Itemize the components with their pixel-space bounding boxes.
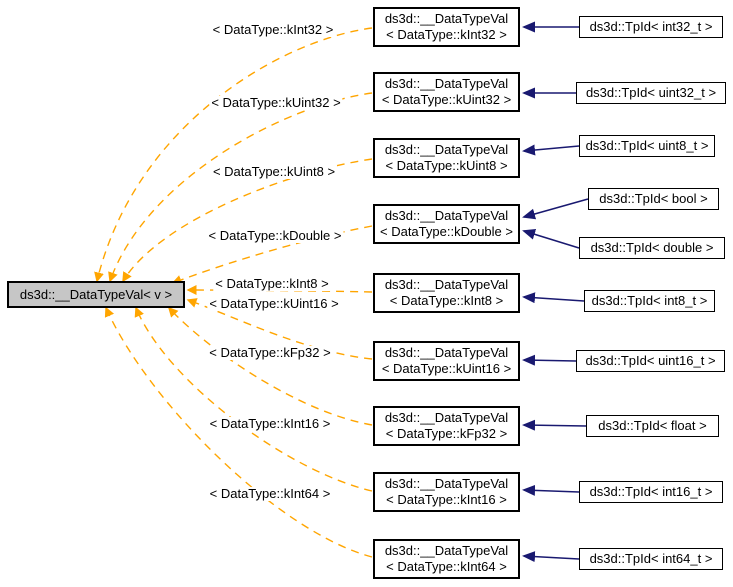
inheritance-edge-uint8 xyxy=(522,144,580,156)
node-label-line1: ds3d::__DataTypeVal xyxy=(384,208,509,223)
node-instance-kuint32[interactable]: ds3d::__DataTypeVal < DataType::kUint32 … xyxy=(373,72,520,112)
template-edge-kuint16 xyxy=(186,298,373,360)
edge-label-kint64: < DataType::kInt64 > xyxy=(207,486,333,501)
node-instance-kint32[interactable]: ds3d::__DataTypeVal < DataType::kInt32 > xyxy=(373,7,520,47)
edge-label-kint16: < DataType::kInt16 > xyxy=(207,416,333,431)
template-edge-kuint8 xyxy=(122,158,373,283)
node-label: ds3d::TpId< float > xyxy=(598,418,707,433)
node-label: ds3d::__DataTypeVal< v > xyxy=(19,286,173,302)
inheritance-edge-int16 xyxy=(522,484,580,496)
node-label-line2: < DataType::kInt16 > xyxy=(386,492,507,507)
node-label-line1: ds3d::__DataTypeVal xyxy=(384,142,509,157)
template-edge-kdouble xyxy=(171,225,373,285)
node-label: ds3d::TpId< uint32_t > xyxy=(585,85,717,100)
node-instance-kdouble[interactable]: ds3d::__DataTypeVal < DataType::kDouble … xyxy=(373,204,520,244)
node-label-line2: < DataType::kInt8 > xyxy=(389,293,504,308)
node-label-line1: ds3d::__DataTypeVal xyxy=(384,345,509,360)
node-label: ds3d::TpId< double > xyxy=(590,240,714,255)
node-label: ds3d::TpId< uint8_t > xyxy=(585,138,709,153)
template-edge-kuint32 xyxy=(108,92,373,283)
node-tpid-int64[interactable]: ds3d::TpId< int64_t > xyxy=(579,548,723,570)
node-tpid-bool[interactable]: ds3d::TpId< bool > xyxy=(588,188,719,210)
node-datatypeval-generic[interactable]: ds3d::__DataTypeVal< v > xyxy=(7,281,185,308)
edge-label-kuint16: < DataType::kUint16 > xyxy=(207,296,341,311)
node-label-line2: < DataType::kDouble > xyxy=(380,224,513,239)
edge-label-kdouble: < DataType::kDouble > xyxy=(206,228,344,243)
node-label: ds3d::TpId< int32_t > xyxy=(589,19,713,34)
node-instance-kint16[interactable]: ds3d::__DataTypeVal < DataType::kInt16 > xyxy=(373,472,520,512)
node-label-line1: ds3d::__DataTypeVal xyxy=(384,11,509,26)
node-instance-kuint8[interactable]: ds3d::__DataTypeVal < DataType::kUint8 > xyxy=(373,138,520,178)
node-label-line2: < DataType::kInt64 > xyxy=(386,559,507,574)
node-label-line1: ds3d::__DataTypeVal xyxy=(384,476,509,491)
node-label: ds3d::TpId< int8_t > xyxy=(591,293,708,308)
node-label-line1: ds3d::__DataTypeVal xyxy=(384,543,509,558)
node-label-line2: < DataType::kInt32 > xyxy=(386,27,507,42)
node-instance-kint8[interactable]: ds3d::__DataTypeVal < DataType::kInt8 > xyxy=(373,273,520,313)
node-tpid-int8[interactable]: ds3d::TpId< int8_t > xyxy=(584,290,715,312)
node-label-line2: < DataType::kUint16 > xyxy=(381,361,512,376)
inheritance-edge-uint16 xyxy=(522,354,577,366)
node-label-line1: ds3d::__DataTypeVal xyxy=(384,410,509,425)
edge-label-kint32: < DataType::kInt32 > xyxy=(210,22,336,37)
node-tpid-uint32[interactable]: ds3d::TpId< uint32_t > xyxy=(576,82,726,104)
template-edge-kint16 xyxy=(134,306,373,492)
node-instance-kuint16[interactable]: ds3d::__DataTypeVal < DataType::kUint16 … xyxy=(373,341,520,381)
node-label-line2: < DataType::kUint8 > xyxy=(385,158,508,173)
inheritance-edge-bool xyxy=(522,198,589,220)
edge-label-kuint32: < DataType::kUint32 > xyxy=(209,95,343,110)
edge-label-kint8: < DataType::kInt8 > xyxy=(213,276,331,291)
node-instance-kint64[interactable]: ds3d::__DataTypeVal < DataType::kInt64 > xyxy=(373,539,520,579)
inheritance-edge-int64 xyxy=(522,551,580,563)
edge-label-kfp32: < DataType::kFp32 > xyxy=(207,345,333,360)
node-instance-kfp32[interactable]: ds3d::__DataTypeVal < DataType::kFp32 > xyxy=(373,406,520,446)
inheritance-edge-double xyxy=(522,228,580,249)
edge-label-kuint8: < DataType::kUint8 > xyxy=(210,164,338,179)
node-label: ds3d::TpId< int16_t > xyxy=(589,484,713,499)
node-label-line1: ds3d::__DataTypeVal xyxy=(384,277,509,292)
template-edge-kint32 xyxy=(94,27,373,283)
node-label-line1: ds3d::__DataTypeVal xyxy=(384,76,509,91)
node-tpid-double[interactable]: ds3d::TpId< double > xyxy=(579,237,725,259)
inheritance-edge-int8 xyxy=(522,292,585,304)
inheritance-edge-float xyxy=(522,419,587,431)
node-tpid-uint16[interactable]: ds3d::TpId< uint16_t > xyxy=(576,350,725,372)
node-label: ds3d::TpId< bool > xyxy=(599,191,708,206)
node-tpid-int32[interactable]: ds3d::TpId< int32_t > xyxy=(579,16,723,38)
node-label-line2: < DataType::kUint32 > xyxy=(381,92,512,107)
node-label-line2: < DataType::kFp32 > xyxy=(385,426,508,441)
node-tpid-float[interactable]: ds3d::TpId< float > xyxy=(586,415,719,437)
node-tpid-int16[interactable]: ds3d::TpId< int16_t > xyxy=(579,481,723,503)
template-edge-kint64 xyxy=(104,306,373,558)
node-label: ds3d::TpId< int64_t > xyxy=(589,551,713,566)
template-edge-kfp32 xyxy=(167,306,373,426)
node-tpid-uint8[interactable]: ds3d::TpId< uint8_t > xyxy=(579,135,715,157)
node-label: ds3d::TpId< uint16_t > xyxy=(585,353,716,368)
